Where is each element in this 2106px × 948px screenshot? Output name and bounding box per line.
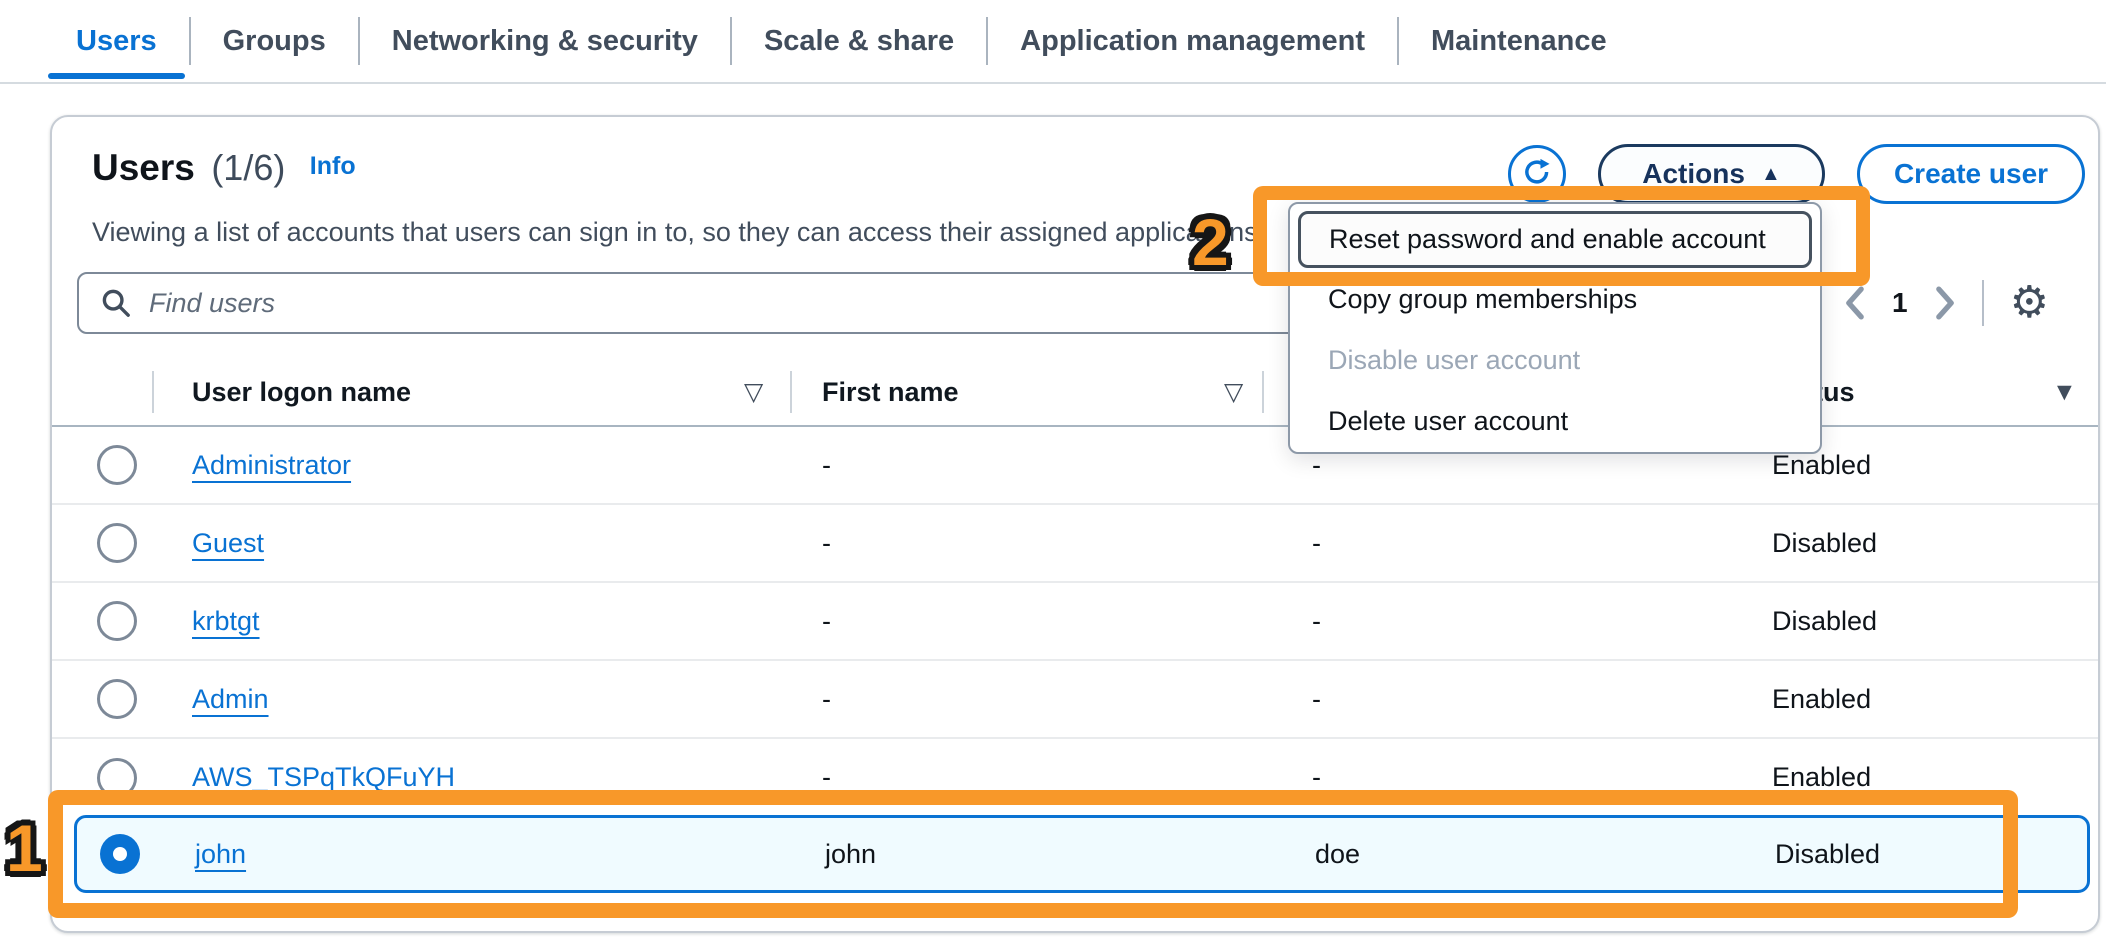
tab-application-management-label: Application management bbox=[1020, 24, 1365, 57]
actions-button-label: Actions bbox=[1642, 158, 1745, 189]
tab-scale-share[interactable]: Scale & share bbox=[732, 0, 986, 83]
status-cell: Disabled bbox=[1772, 528, 1878, 558]
tab-networking-security[interactable]: Networking & security bbox=[360, 0, 730, 83]
status-cell: Enabled bbox=[1772, 450, 1872, 480]
settings-gear-icon[interactable]: ⚙ bbox=[2009, 278, 2050, 327]
table-row: Administrator - - Enabled bbox=[52, 427, 2098, 505]
status-cell: Enabled bbox=[1772, 684, 1872, 714]
row-radio[interactable] bbox=[97, 523, 137, 563]
tab-groups-label: Groups bbox=[222, 24, 326, 57]
first-name-cell: - bbox=[822, 450, 831, 480]
refresh-icon bbox=[1521, 156, 1553, 193]
row-radio[interactable] bbox=[97, 601, 137, 641]
tab-scale-share-label: Scale & share bbox=[763, 24, 955, 57]
tab-maintenance-label: Maintenance bbox=[1431, 24, 1607, 57]
last-name-cell: - bbox=[1312, 606, 1321, 636]
current-page[interactable]: 1 bbox=[1892, 287, 1908, 318]
status-cell: Disabled bbox=[1772, 606, 1878, 636]
last-name-cell: - bbox=[1312, 684, 1321, 714]
sort-icon-status[interactable]: ▼ bbox=[2052, 378, 2077, 406]
column-divider bbox=[790, 371, 792, 413]
last-name-cell: - bbox=[1312, 528, 1321, 558]
pagination: 1 ⚙ bbox=[1844, 272, 2049, 334]
user-logon-link[interactable]: AWS_TSPqTkQFuYH bbox=[192, 762, 456, 792]
row-radio-checked[interactable] bbox=[100, 834, 140, 874]
tab-users[interactable]: Users bbox=[44, 0, 189, 83]
user-logon-link[interactable]: john bbox=[195, 839, 247, 869]
menu-item-reset-password[interactable]: Reset password and enable account bbox=[1298, 211, 1812, 268]
actions-button[interactable]: Actions ▲ bbox=[1598, 144, 1825, 204]
refresh-button[interactable] bbox=[1508, 145, 1566, 203]
tab-networking-security-label: Networking & security bbox=[391, 24, 698, 57]
user-logon-link[interactable]: Guest bbox=[192, 528, 265, 558]
tab-divider bbox=[188, 17, 191, 65]
table-row: AWS_TSPqTkQFuYH - - Enabled bbox=[52, 739, 2098, 817]
menu-item-disable-user-account: Disable user account bbox=[1328, 345, 1581, 375]
tab-divider bbox=[1397, 17, 1399, 65]
status-cell: Enabled bbox=[1772, 762, 1872, 792]
table-row: Admin - - Enabled bbox=[52, 661, 2098, 739]
column-header-user-logon-name[interactable]: User logon name bbox=[192, 377, 412, 407]
user-count: (1/6) bbox=[211, 147, 286, 188]
user-logon-link[interactable]: krbtgt bbox=[192, 606, 260, 636]
previous-page-button[interactable] bbox=[1844, 286, 1866, 320]
column-header-first-name[interactable]: First name bbox=[822, 377, 959, 407]
first-name-cell: john bbox=[825, 839, 877, 869]
column-divider bbox=[1262, 371, 1264, 413]
actions-menu: Reset password and enable account Copy g… bbox=[1288, 202, 1822, 454]
row-radio[interactable] bbox=[97, 679, 137, 719]
panel-description: Viewing a list of accounts that users ca… bbox=[92, 217, 1258, 247]
user-logon-link[interactable]: Admin bbox=[192, 684, 269, 714]
user-logon-link[interactable]: Administrator bbox=[192, 450, 352, 480]
pagination-divider bbox=[1981, 280, 1984, 326]
row-radio[interactable] bbox=[97, 758, 137, 798]
menu-item-copy-group-memberships[interactable]: Copy group memberships bbox=[1328, 284, 1638, 314]
tab-application-management[interactable]: Application management bbox=[988, 0, 1397, 83]
next-page-button[interactable] bbox=[1934, 286, 1956, 320]
tab-groups[interactable]: Groups bbox=[191, 0, 358, 83]
table-row: krbtgt - - Disabled bbox=[52, 583, 2098, 661]
tab-divider bbox=[986, 17, 989, 65]
tab-maintenance[interactable]: Maintenance bbox=[1399, 0, 1639, 83]
create-user-button-label: Create user bbox=[1893, 158, 2049, 189]
create-user-button[interactable]: Create user bbox=[1857, 144, 2085, 204]
info-link[interactable]: Info bbox=[309, 152, 356, 180]
first-name-cell: - bbox=[822, 762, 831, 792]
last-name-cell: - bbox=[1312, 762, 1321, 792]
table-row: Guest - - Disabled bbox=[52, 505, 2098, 583]
row-radio[interactable] bbox=[97, 445, 137, 485]
last-name-cell: - bbox=[1312, 450, 1321, 480]
first-name-cell: - bbox=[822, 684, 831, 714]
menu-item-delete-user-account[interactable]: Delete user account bbox=[1328, 406, 1569, 436]
column-divider bbox=[152, 371, 154, 413]
search-icon bbox=[99, 286, 133, 320]
sort-icon-user-logon-name[interactable]: ▽ bbox=[744, 378, 764, 406]
status-cell: Disabled bbox=[1775, 839, 1881, 869]
caret-up-icon: ▲ bbox=[1760, 162, 1781, 185]
sort-icon-first-name[interactable]: ▽ bbox=[1224, 378, 1244, 406]
tab-bar: Users Groups Networking & security Scale… bbox=[0, 0, 2106, 84]
header-actions: Actions ▲ Create user bbox=[1508, 144, 2085, 204]
annotation-badge-1: 1 bbox=[6, 811, 43, 885]
first-name-cell: - bbox=[822, 528, 831, 558]
page-title: Users bbox=[92, 147, 195, 188]
first-name-cell: - bbox=[822, 606, 831, 636]
panel-title: Users (1/6) Info bbox=[92, 147, 356, 189]
tab-divider bbox=[729, 17, 732, 65]
last-name-cell: doe bbox=[1315, 839, 1361, 869]
tab-users-label: Users bbox=[76, 24, 157, 57]
table-row-selected[interactable]: john john doe Disabled bbox=[74, 815, 2090, 893]
tab-divider bbox=[357, 17, 360, 65]
